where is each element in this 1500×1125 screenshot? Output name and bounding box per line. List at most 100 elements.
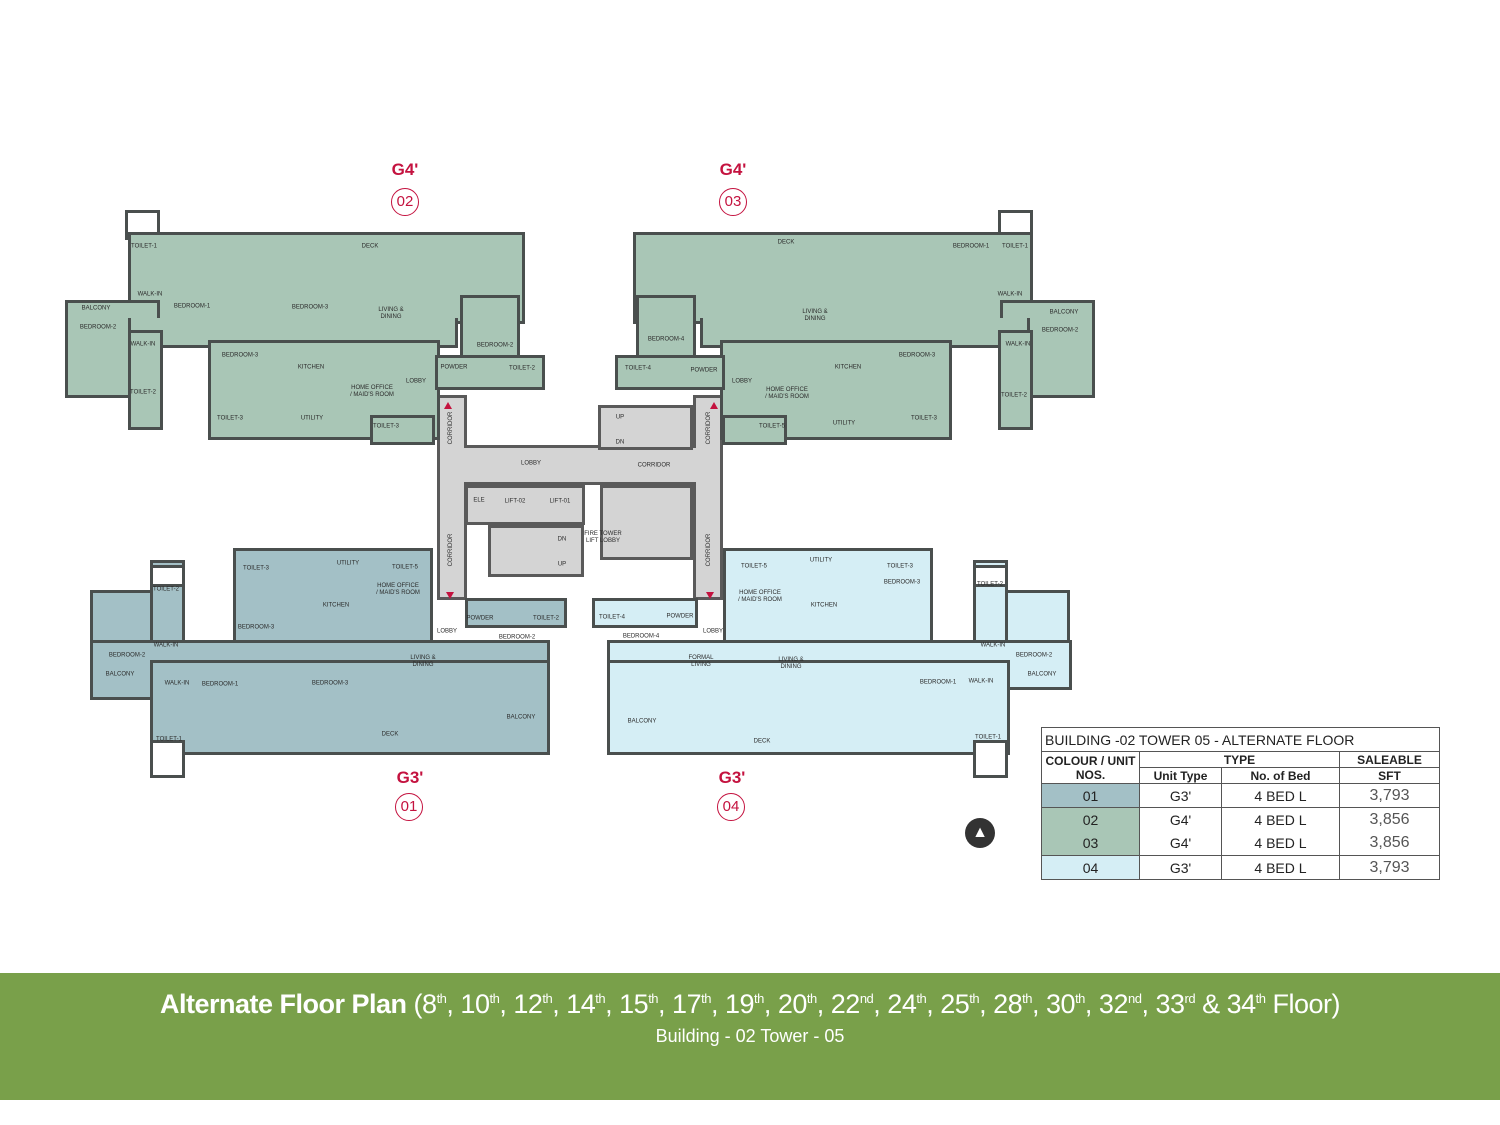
room-label: TOILET-2 xyxy=(533,615,559,622)
floor-number: 14th xyxy=(566,989,606,1019)
room-label: DECK xyxy=(381,731,399,738)
type-cell: G3' xyxy=(1139,855,1222,880)
floor-number: 17th xyxy=(672,989,711,1019)
sft-cell: 3,856 xyxy=(1339,807,1440,832)
room-label: BEDROOM-2 xyxy=(1041,327,1079,334)
room-label: TOILET-3 xyxy=(887,563,913,570)
room-label: BALCONY xyxy=(81,305,111,312)
room-label: LIVING & DINING xyxy=(778,657,804,670)
room-label: KITCHEN xyxy=(810,602,838,609)
fire-tower-lift-lobby-label: FIRE TOWER LIFT LOBBY xyxy=(584,531,622,544)
room-label: FORMAL LIVING xyxy=(688,655,714,668)
floor-number: 8th xyxy=(422,989,447,1019)
room-label: BEDROOM-3 xyxy=(898,352,936,359)
room-label: UTILITY xyxy=(336,560,360,567)
floor-number: 32nd xyxy=(1098,989,1142,1019)
room-label: BEDROOM-1 xyxy=(919,679,957,686)
lobby-label: LOBBY xyxy=(520,460,542,467)
unit-number-badge: 01 xyxy=(395,793,423,821)
room-label: POWDER xyxy=(440,364,468,371)
ele-label: ELE xyxy=(473,497,485,504)
floor-number: 30th xyxy=(1046,989,1085,1019)
room-label: POWDER xyxy=(466,615,494,622)
room-label: LIVING & DINING xyxy=(378,307,404,320)
room-label: BEDROOM-2 xyxy=(498,634,536,641)
room-label: BEDROOM-3 xyxy=(291,304,329,311)
room-label: KITCHEN xyxy=(322,602,350,609)
corridor-label: CORRIDOR xyxy=(637,462,671,469)
room-label: TOILET-3 xyxy=(217,415,243,422)
floor-number: 28th xyxy=(993,989,1032,1019)
room-label: WALK-IN xyxy=(968,678,994,685)
beds-cell: 4 BED L xyxy=(1221,807,1340,832)
room-label: LIVING & DINING xyxy=(802,309,828,322)
room-label: WALK-IN xyxy=(137,291,163,298)
unit-type-label: G3' xyxy=(718,768,746,787)
room-label: HOME OFFICE / MAID'S ROOM xyxy=(350,385,394,398)
room-label: LOBBY xyxy=(731,378,753,385)
header-type: TYPE xyxy=(1139,751,1340,768)
table-title: BUILDING -02 TOWER 05 - ALTERNATE FLOOR xyxy=(1041,727,1440,752)
room-label: KITCHEN xyxy=(297,364,325,371)
room-label: KITCHEN xyxy=(834,364,862,371)
room-label: POWDER xyxy=(666,613,694,620)
room-label: TOILET-4 xyxy=(599,614,625,621)
room-label: BALCONY xyxy=(506,714,536,721)
stair-down-label: DN xyxy=(557,536,567,543)
beds-cell: 4 BED L xyxy=(1221,831,1340,856)
room-label: HOME OFFICE / MAID'S ROOM xyxy=(765,387,809,400)
lift-01-label: LIFT-01 xyxy=(549,498,571,505)
room-label: BEDROOM-1 xyxy=(201,681,239,688)
room-label: BALCONY xyxy=(1049,309,1079,316)
corridor-label: CORRIDOR xyxy=(706,533,712,567)
room-label: TOILET-2 xyxy=(509,365,535,372)
room-label: BEDROOM-3 xyxy=(237,624,275,631)
floor-number: 15th xyxy=(619,989,659,1019)
floor-number: 20th xyxy=(777,989,817,1019)
floor-number: 12th xyxy=(513,989,553,1019)
sft-cell: 3,793 xyxy=(1339,855,1440,880)
room-label: BEDROOM-3 xyxy=(883,579,921,586)
room-label: DECK xyxy=(777,239,795,246)
stair-up-label: UP xyxy=(557,561,567,568)
header-unit-type: Unit Type xyxy=(1139,767,1222,784)
room-label: BEDROOM-3 xyxy=(221,352,259,359)
floor-number: 24th xyxy=(887,989,927,1019)
type-cell: G4' xyxy=(1139,807,1222,832)
header-colour: COLOUR / UNIT NOS. xyxy=(1041,751,1140,784)
header-sft: SFT xyxy=(1339,767,1440,784)
room-label: WALK-IN xyxy=(980,642,1006,649)
unit-number-badge: 04 xyxy=(717,793,745,821)
stair-up-label: UP xyxy=(615,414,625,421)
room-label: BEDROOM-2 xyxy=(476,342,514,349)
corridor-label: CORRIDOR xyxy=(448,533,454,567)
header-saleable: SALEABLE xyxy=(1339,751,1440,768)
beds-cell: 4 BED L xyxy=(1221,855,1340,880)
stair-down-label: DN xyxy=(615,439,625,446)
room-label: UTILITY xyxy=(832,420,856,427)
beds-cell: 4 BED L xyxy=(1221,783,1340,808)
type-cell: G4' xyxy=(1139,831,1222,856)
room-label: BEDROOM-4 xyxy=(647,336,685,343)
footer-banner: Alternate Floor Plan (8th, 10th, 12th, 1… xyxy=(0,973,1500,1100)
room-label: POWDER xyxy=(690,367,718,374)
room-label: UTILITY xyxy=(300,415,324,422)
sft-cell: 3,856 xyxy=(1339,831,1440,856)
room-label: WALK-IN xyxy=(1005,341,1031,348)
floor-number: 10th xyxy=(460,989,500,1019)
room-label: BEDROOM-2 xyxy=(1015,652,1053,659)
room-label: TOILET-2 xyxy=(153,586,179,593)
room-label: BALCONY xyxy=(105,671,135,678)
room-label: DECK xyxy=(753,738,771,745)
room-label: BEDROOM-1 xyxy=(952,243,990,250)
room-label: HOME OFFICE / MAID'S ROOM xyxy=(738,590,782,603)
unit-cell: 02 xyxy=(1041,807,1140,832)
room-label: BALCONY xyxy=(627,718,657,725)
footer-subtitle: Building - 02 Tower - 05 xyxy=(655,1026,845,1046)
room-label: BEDROOM-2 xyxy=(79,324,117,331)
header-beds: No. of Bed xyxy=(1221,767,1340,784)
sft-cell: 3,793 xyxy=(1339,783,1440,808)
north-arrow-icon: ▲ xyxy=(965,818,995,848)
room-label: TOILET-3 xyxy=(373,423,399,430)
